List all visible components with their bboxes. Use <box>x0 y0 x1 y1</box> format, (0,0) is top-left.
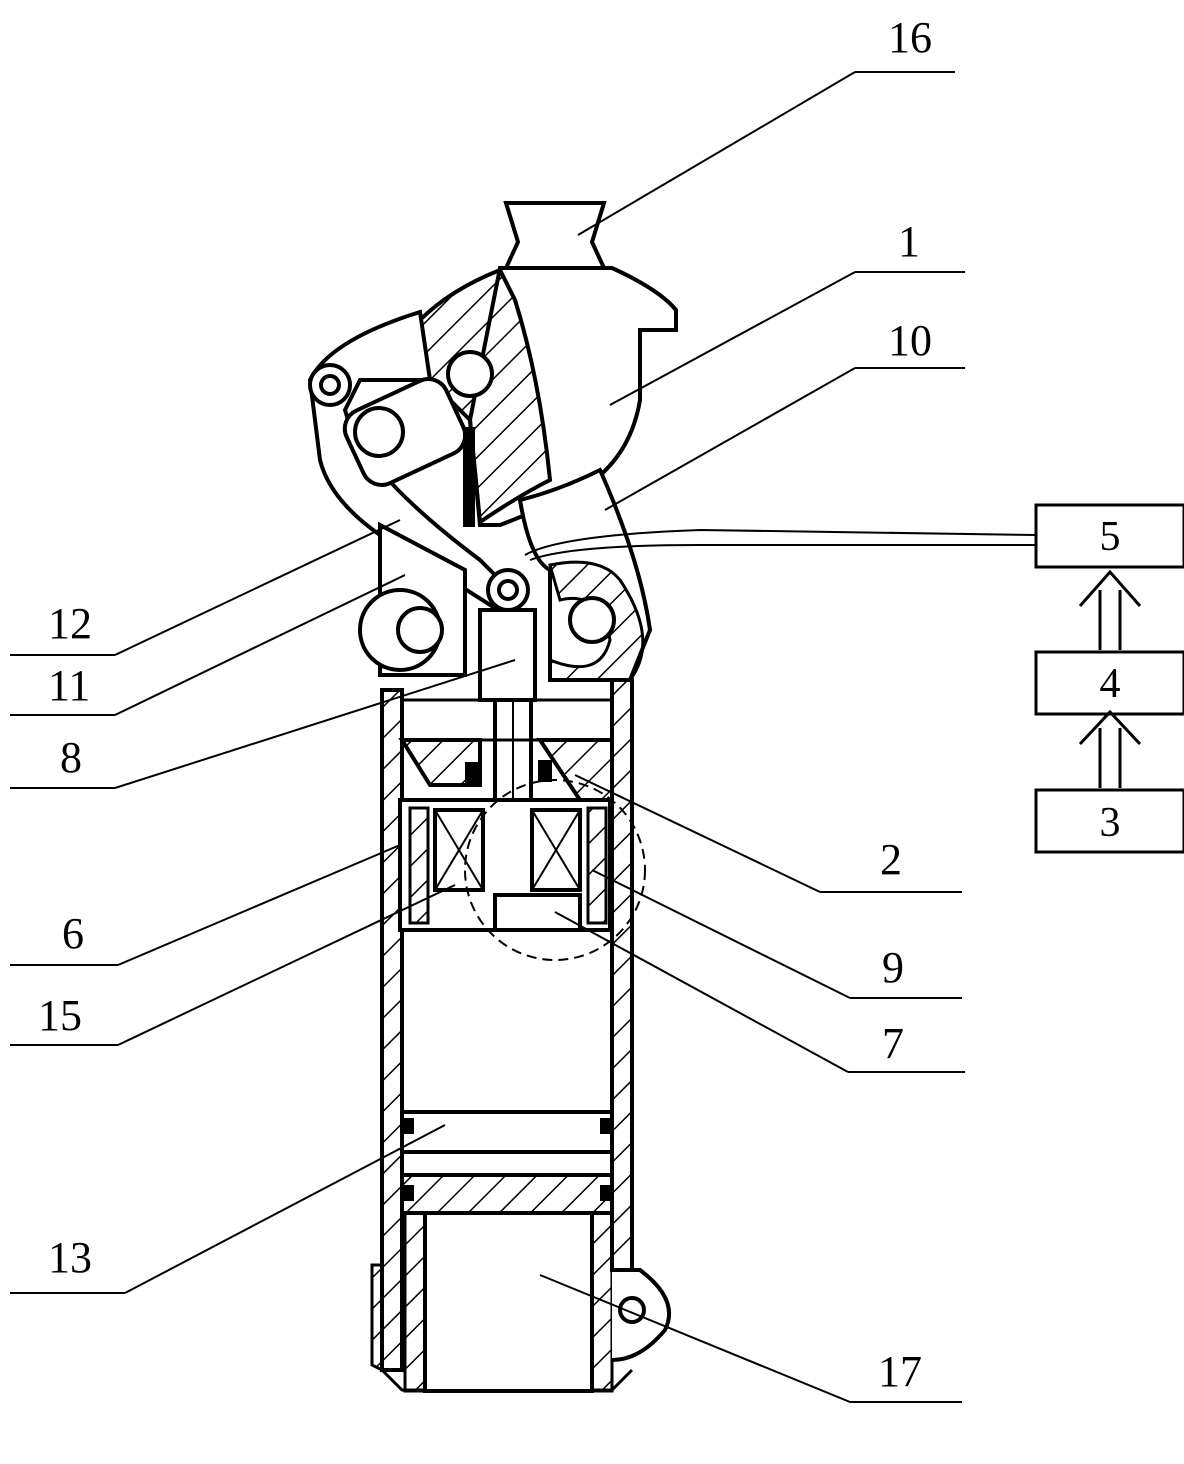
arrow-4-to-5 <box>1078 569 1142 650</box>
label-16: 16 <box>888 13 932 62</box>
label-8: 8 <box>60 733 82 782</box>
label-9: 9 <box>882 943 904 992</box>
floating-piston <box>400 1110 614 1215</box>
label-7: 7 <box>882 1019 904 1068</box>
upper-housing <box>417 266 678 527</box>
label-6: 6 <box>62 909 84 958</box>
label-1: 1 <box>898 217 920 266</box>
block-3-label: 3 <box>1100 800 1121 846</box>
block-3 <box>1034 788 1184 854</box>
pyramid-adapter <box>502 201 608 270</box>
label-10: 10 <box>888 316 932 365</box>
label-17: 17 <box>878 1347 922 1396</box>
frame-10 <box>517 467 653 682</box>
control-blocks <box>1034 503 1184 854</box>
block-labels: 5 4 3 <box>1100 514 1121 846</box>
callout-labels: 16 1 10 12 11 8 2 6 9 15 7 13 17 <box>38 13 932 1396</box>
block-5 <box>1034 503 1184 569</box>
block-4-label: 4 <box>1100 661 1121 707</box>
label-2: 2 <box>880 835 902 884</box>
piston-rod <box>478 608 537 897</box>
label-11: 11 <box>48 661 90 710</box>
arrow-3-to-4 <box>1078 709 1142 788</box>
lower-chamber <box>403 1211 671 1393</box>
valve-assembly <box>398 779 646 961</box>
label-13: 13 <box>48 1233 92 1282</box>
label-12: 12 <box>48 599 92 648</box>
leader-lines <box>10 71 965 1403</box>
cylinder-tube <box>370 678 634 1392</box>
signal-cable <box>524 528 1037 556</box>
label-15: 15 <box>38 991 82 1040</box>
spring-plate <box>463 427 475 527</box>
block-5-label: 5 <box>1100 514 1121 560</box>
